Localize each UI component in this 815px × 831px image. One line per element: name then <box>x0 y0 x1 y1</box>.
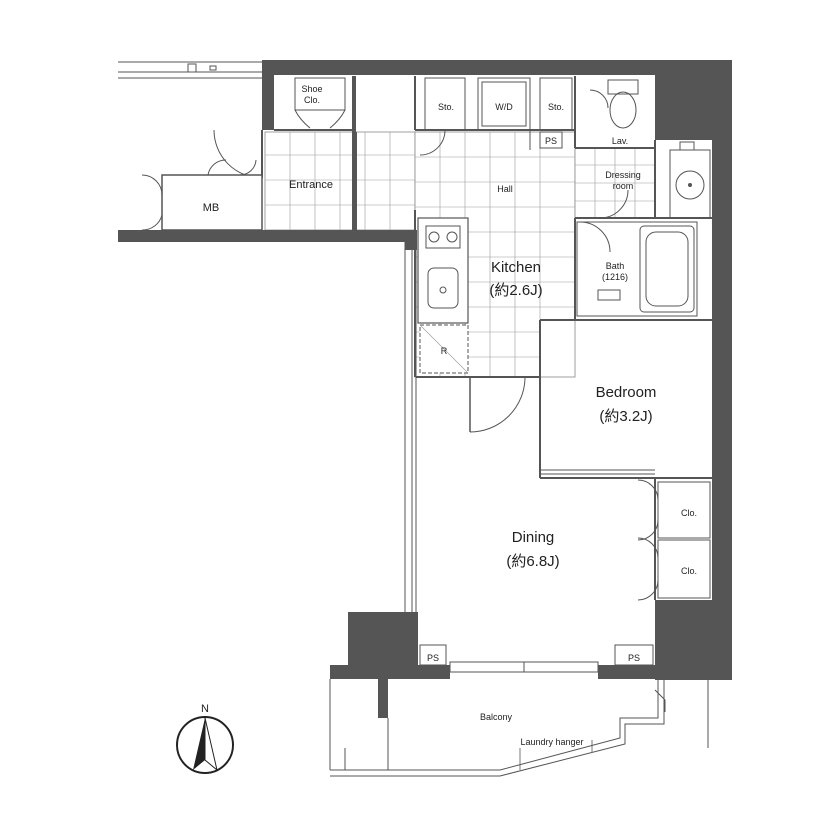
shoe-closet <box>294 77 346 129</box>
refrigerator-label: R <box>441 346 448 356</box>
north-compass: N <box>176 703 234 774</box>
mb-closet <box>141 159 263 231</box>
dressing-room-label-1: Dressing <box>605 170 641 180</box>
lavatory-label: Lav. <box>612 136 628 146</box>
storage-units <box>419 77 573 156</box>
dressing-door <box>599 189 629 219</box>
ps-top-box <box>539 131 563 149</box>
refrigerator <box>419 324 469 374</box>
mb-label: MB <box>203 202 220 214</box>
closet-1-label: Clo. <box>681 508 697 518</box>
bedroom-area-label: (約3.2J) <box>599 408 652 425</box>
storage-2-label: Sto. <box>548 102 564 112</box>
dressing-room-label-2: room <box>613 181 634 191</box>
hall-label: Hall <box>497 184 513 194</box>
balcony-outline <box>329 679 709 777</box>
compass-north-label: N <box>201 703 209 715</box>
bath-label: Bath <box>606 261 625 271</box>
toilet <box>589 79 639 129</box>
exterior-walls <box>118 60 732 718</box>
closet-2-label: Clo. <box>681 566 697 576</box>
shoe-closet-label-1: Shoe <box>301 84 322 94</box>
hall-to-dining-door <box>469 376 526 433</box>
ps-left-box <box>419 644 447 666</box>
kitchen-counter <box>417 217 469 324</box>
washbasin <box>669 141 711 219</box>
washer-dryer-label: W/D <box>495 102 513 112</box>
dining-area-label: (約6.8J) <box>506 553 559 570</box>
bedroom-sliding-doors <box>540 469 655 475</box>
ps-right-box <box>614 644 654 666</box>
ps-left-label: PS <box>427 653 439 663</box>
entrance-door <box>213 129 263 179</box>
ps-top-label: PS <box>545 136 557 146</box>
external-corridor <box>118 61 262 79</box>
storage-1-label: Sto. <box>438 102 454 112</box>
dining-label: Dining <box>512 529 555 546</box>
entrance-label: Entrance <box>289 179 333 191</box>
laundry-hanger-label: Laundry hanger <box>520 737 583 747</box>
balcony-label: Balcony <box>480 712 513 722</box>
balcony-window <box>449 661 599 673</box>
bath-unit <box>576 221 698 317</box>
shoe-closet-label-2: Clo. <box>304 95 320 105</box>
dining-closets <box>637 479 711 601</box>
kitchen-label: Kitchen <box>491 259 541 276</box>
entrance-tile-floor <box>264 131 416 231</box>
bedroom-label: Bedroom <box>596 384 657 401</box>
ps-right-label: PS <box>628 653 640 663</box>
kitchen-area-label: (約2.6J) <box>489 282 542 299</box>
bath-size-label: (1216) <box>602 272 628 282</box>
